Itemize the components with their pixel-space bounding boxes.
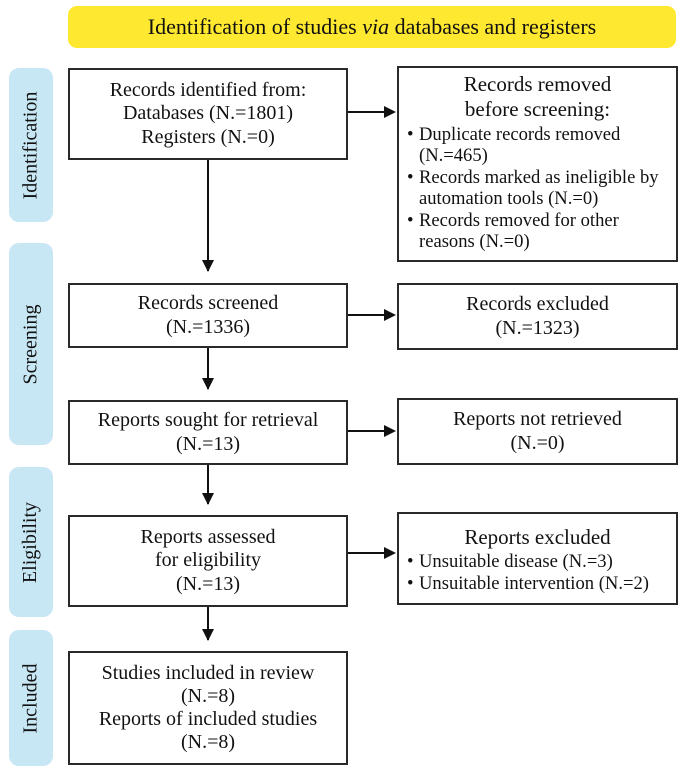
stage-label-eligibility: Eligibility — [9, 467, 53, 617]
arrowhead-icon — [384, 547, 396, 559]
stage-label-text: Screening — [19, 304, 42, 384]
right-arrow-icon — [348, 309, 396, 321]
arrowhead-icon — [202, 629, 214, 641]
box-line: (N.=0) — [510, 431, 565, 454]
bullet-list: Unsuitable disease (N.=3) Unsuitable int… — [399, 549, 676, 594]
right-arrow-icon — [348, 425, 396, 437]
box-line: (N.=1323) — [495, 316, 580, 339]
stage-label-screening: Screening — [9, 243, 53, 445]
box-records-removed: Records removed before screening: Duplic… — [397, 66, 678, 262]
bullet-item: Unsuitable disease (N.=3) — [405, 551, 672, 572]
down-arrow-icon — [202, 348, 214, 390]
box-line: (N.=13) — [175, 432, 241, 455]
box-records-screened: Records screened (N.=1336) — [68, 283, 348, 348]
box-line: Reports not retrieved — [453, 408, 622, 431]
box-line: Registers (N.=0) — [141, 125, 275, 148]
stage-label-identification: Identification — [9, 68, 53, 222]
bullet-item: Records marked as ineligible by automati… — [405, 167, 672, 209]
bullet-item: Records removed for other reasons (N.=0) — [405, 210, 672, 252]
down-arrow-icon — [202, 160, 214, 272]
box-reports-sought: Reports sought for retrieval (N.=13) — [68, 400, 348, 465]
box-heading: Records removed before screening: — [463, 72, 612, 121]
box-line: (N.=13) — [175, 572, 241, 595]
box-studies-included: Studies included in review (N.=8) Report… — [68, 651, 348, 765]
right-arrow-icon — [348, 106, 396, 118]
stage-label-text: Included — [19, 663, 42, 733]
box-line: (N.=1336) — [165, 315, 251, 338]
box-line: Reports of included studies — [98, 708, 318, 730]
right-arrow-icon — [348, 547, 396, 559]
box-line: Reports sought for retrieval — [97, 409, 319, 432]
box-line: Reports assessed — [140, 526, 276, 549]
bullet-item: Unsuitable intervention (N.=2) — [405, 573, 672, 594]
arrowhead-icon — [384, 106, 396, 118]
stage-label-text: Identification — [19, 91, 42, 199]
box-line: Databases (N.=1801) — [122, 102, 294, 125]
box-line: Records screened — [137, 292, 279, 315]
box-line: Records identified from: — [109, 79, 307, 102]
box-heading: Reports excluded — [464, 524, 611, 549]
box-records-excluded: Records excluded (N.=1323) — [397, 283, 678, 350]
down-arrow-icon — [202, 607, 214, 641]
box-line: (N.=8) — [180, 684, 236, 707]
title-banner: Identification of studies via databases … — [68, 6, 676, 48]
box-line: for eligibility — [154, 549, 262, 572]
box-line: Records excluded — [466, 293, 609, 316]
bullet-item: Duplicate records removed (N.=465) — [405, 124, 672, 166]
arrowhead-icon — [384, 425, 396, 437]
down-arrow-icon — [202, 465, 214, 505]
box-line: Studies included in review — [101, 661, 315, 684]
stage-label-text: Eligibility — [19, 501, 42, 583]
bullet-list: Duplicate records removed (N.=465) Recor… — [399, 122, 676, 252]
box-reports-excluded: Reports excluded Unsuitable disease (N.=… — [397, 512, 678, 605]
title-italic-word: via — [362, 14, 390, 39]
arrowhead-icon — [202, 493, 214, 505]
arrowhead-icon — [384, 309, 396, 321]
stage-label-included: Included — [9, 630, 53, 766]
box-records-identified: Records identified from: Databases (N.=1… — [68, 68, 348, 160]
box-reports-assessed: Reports assessed for eligibility (N.=13) — [68, 515, 348, 607]
box-reports-not-retrieved: Reports not retrieved (N.=0) — [397, 398, 678, 465]
arrowhead-icon — [202, 378, 214, 390]
box-line: (N.=8) — [180, 731, 236, 754]
title-text: Identification of studies via databases … — [147, 14, 597, 39]
arrowhead-icon — [202, 260, 214, 272]
